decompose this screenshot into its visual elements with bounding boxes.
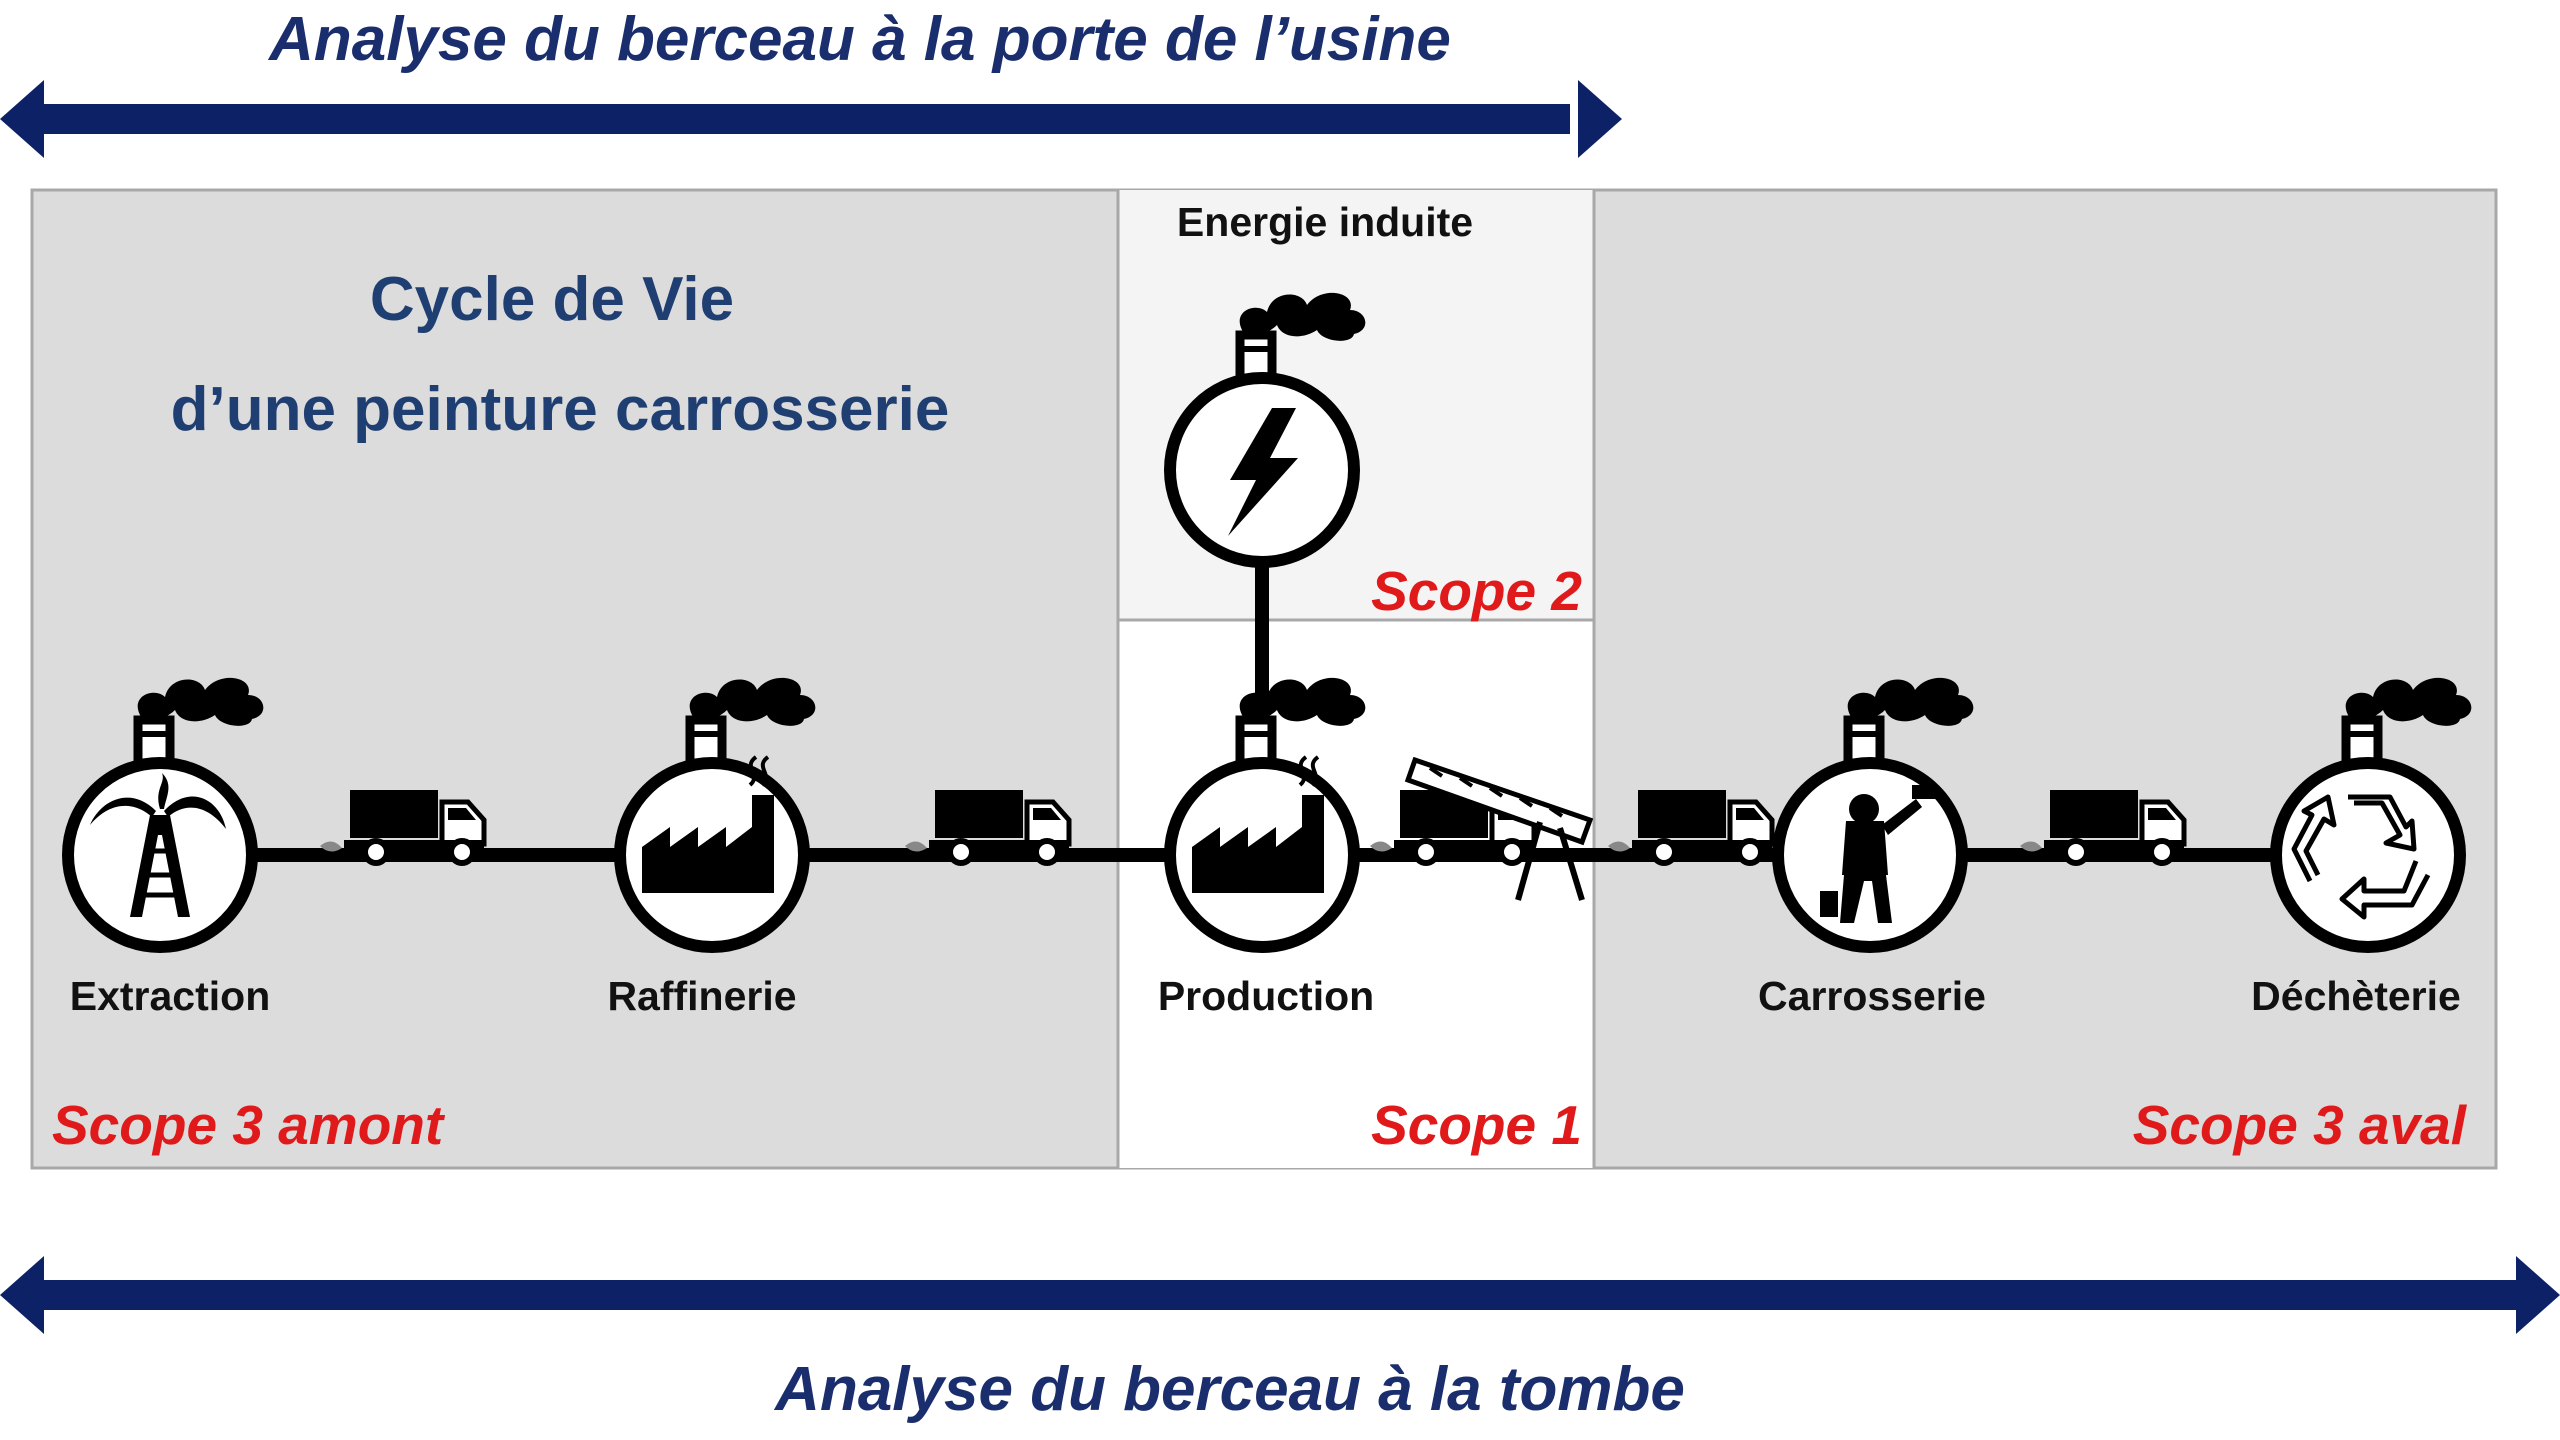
lightning-icon — [1228, 408, 1298, 536]
stage-node-production — [1164, 678, 1365, 953]
stage-label-carrosserie: Carrosserie — [1758, 973, 1986, 1019]
stage-label-production: Production — [1158, 973, 1374, 1019]
scope-3-amont-label: Scope 3 amont — [52, 1094, 446, 1156]
stage-label-extraction: Extraction — [70, 973, 271, 1019]
stage-label-decheterie: Déchèterie — [2251, 973, 2461, 1019]
stage-label-raffinerie: Raffinerie — [607, 973, 796, 1019]
diagram-title-line1: Cycle de Vie — [370, 265, 734, 334]
energy-label: Energie induite — [1177, 199, 1473, 245]
scope-2-label: Scope 2 — [1371, 560, 1582, 622]
oil-derrick-icon — [90, 773, 226, 917]
cradle-to-gate-label: Analyse du berceau à la porte de l’usine — [267, 5, 1451, 74]
stage-node-extraction — [62, 678, 263, 953]
stage-node-decheterie — [2270, 678, 2471, 953]
painter-icon — [1820, 785, 1938, 923]
stage-node-carrosserie — [1772, 678, 1973, 953]
cradle-to-grave-label: Analyse du berceau à la tombe — [773, 1355, 1685, 1424]
energy-node — [1164, 293, 1365, 568]
stage-node-raffinerie — [614, 678, 815, 953]
recycle-icon — [2291, 794, 2431, 920]
cradle-to-grave-arrow — [0, 1256, 2560, 1334]
diagram-title-line2: d’une peinture carrosserie — [171, 375, 950, 444]
scope-3-aval-label: Scope 3 aval — [2133, 1094, 2468, 1156]
scope-1-label: Scope 1 — [1371, 1094, 1582, 1156]
conveyor-icon — [1404, 756, 1594, 901]
cradle-to-gate-arrow — [0, 80, 1622, 158]
